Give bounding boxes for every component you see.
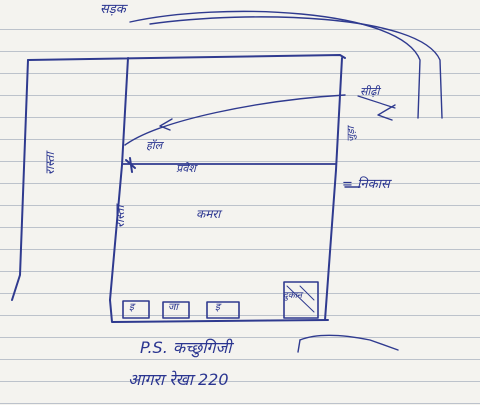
corner-box-label: दुकान [283, 291, 303, 301]
plan-right-wall [324, 57, 343, 321]
small-box-1-label: इ [129, 302, 134, 313]
inner-strip-label: रास्ता [113, 205, 127, 228]
corner-box-hatch [286, 285, 315, 313]
plan-top-wall [27, 54, 346, 61]
left-strip-label: रास्ता [43, 152, 57, 175]
arrow-head-left [159, 118, 173, 131]
footer-line-1: P.S. कच्छुगिजी [140, 338, 232, 357]
plan-inner-wall [109, 57, 129, 301]
small-box-3-label: इ [215, 302, 220, 313]
small-box-1 [122, 300, 150, 319]
arrow-line-right [357, 95, 396, 109]
top-road-label: सड़क [100, 2, 126, 17]
signature-flourish [299, 334, 399, 351]
plan-bottom-wall [109, 299, 329, 323]
entrance-label: प्रवेश [176, 162, 196, 175]
corridor-arrow [124, 94, 346, 146]
entrance-mark [125, 157, 136, 173]
side-note-label: = निकास [342, 177, 390, 192]
small-box-2-label: जा [168, 302, 179, 313]
right-edge-label: जुड़ा [346, 126, 357, 142]
plan-left-wall [11, 59, 29, 301]
arrow-head-right [377, 104, 396, 121]
corridor-label: हॉल [146, 139, 163, 152]
corner-box [283, 281, 319, 319]
top-arc-2 [149, 16, 443, 119]
small-box-2 [162, 301, 190, 319]
signature-tick [297, 339, 301, 353]
top-right-label: सीढ़ी [360, 85, 380, 98]
footer-line-2: आगरा रेखा 220 [128, 370, 229, 389]
small-box-3 [206, 301, 240, 319]
main-room-label: कमरा [196, 207, 221, 221]
top-arc-1 [129, 10, 421, 119]
